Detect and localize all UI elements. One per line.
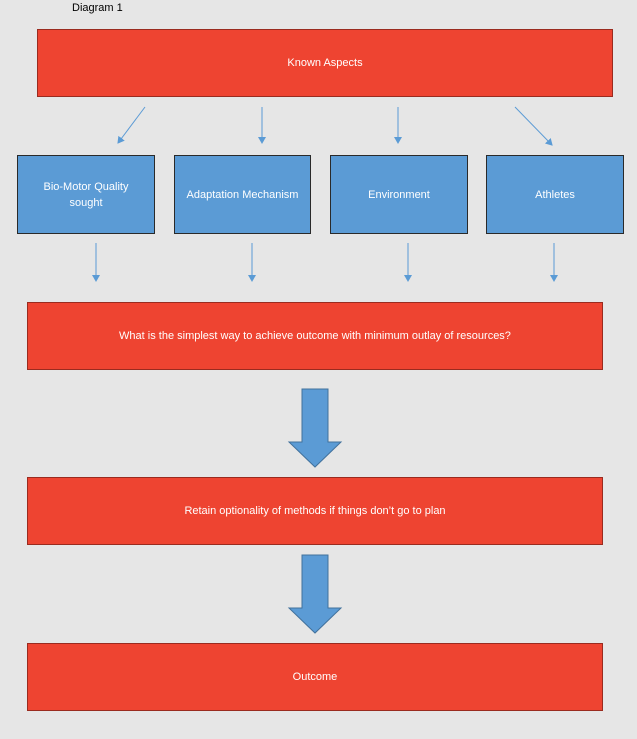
factor-label-athletes: Athletes [535, 188, 575, 201]
retain-optionality-box: Retain optionality of methods if things … [27, 477, 603, 545]
question-label: What is the simplest way to achieve outc… [119, 330, 511, 342]
known-aspects-label: Known Aspects [287, 57, 363, 69]
connector-arrow-known-to-athletes [514, 106, 553, 146]
connector-arrow-known-to-bio-motor [117, 106, 146, 144]
known-aspects-box: Known Aspects [37, 29, 613, 97]
diagram-caption: Diagram 1 [72, 2, 123, 14]
factor-label-environment: Environment [368, 188, 430, 201]
factor-label-bio-motor-quality: Bio-Motor Quality sought [43, 180, 129, 209]
factor-box-environment: Environment [330, 155, 468, 234]
block-arrow-question-to-retain [287, 388, 343, 468]
block-arrow-retain-to-outcome [287, 554, 343, 634]
factor-label-adaptation-mechanism: Adaptation Mechanism [186, 188, 299, 201]
outcome-label: Outcome [292, 671, 338, 683]
factor-box-adaptation-mechanism: Adaptation Mechanism [174, 155, 311, 234]
factor-box-bio-motor-quality: Bio-Motor Quality sought [17, 155, 155, 234]
outcome-box: Outcome [27, 643, 603, 711]
retain-optionality-label: Retain optionality of methods if things … [184, 505, 446, 517]
factor-box-athletes: Athletes [486, 155, 624, 234]
question-box: What is the simplest way to achieve outc… [27, 302, 603, 370]
